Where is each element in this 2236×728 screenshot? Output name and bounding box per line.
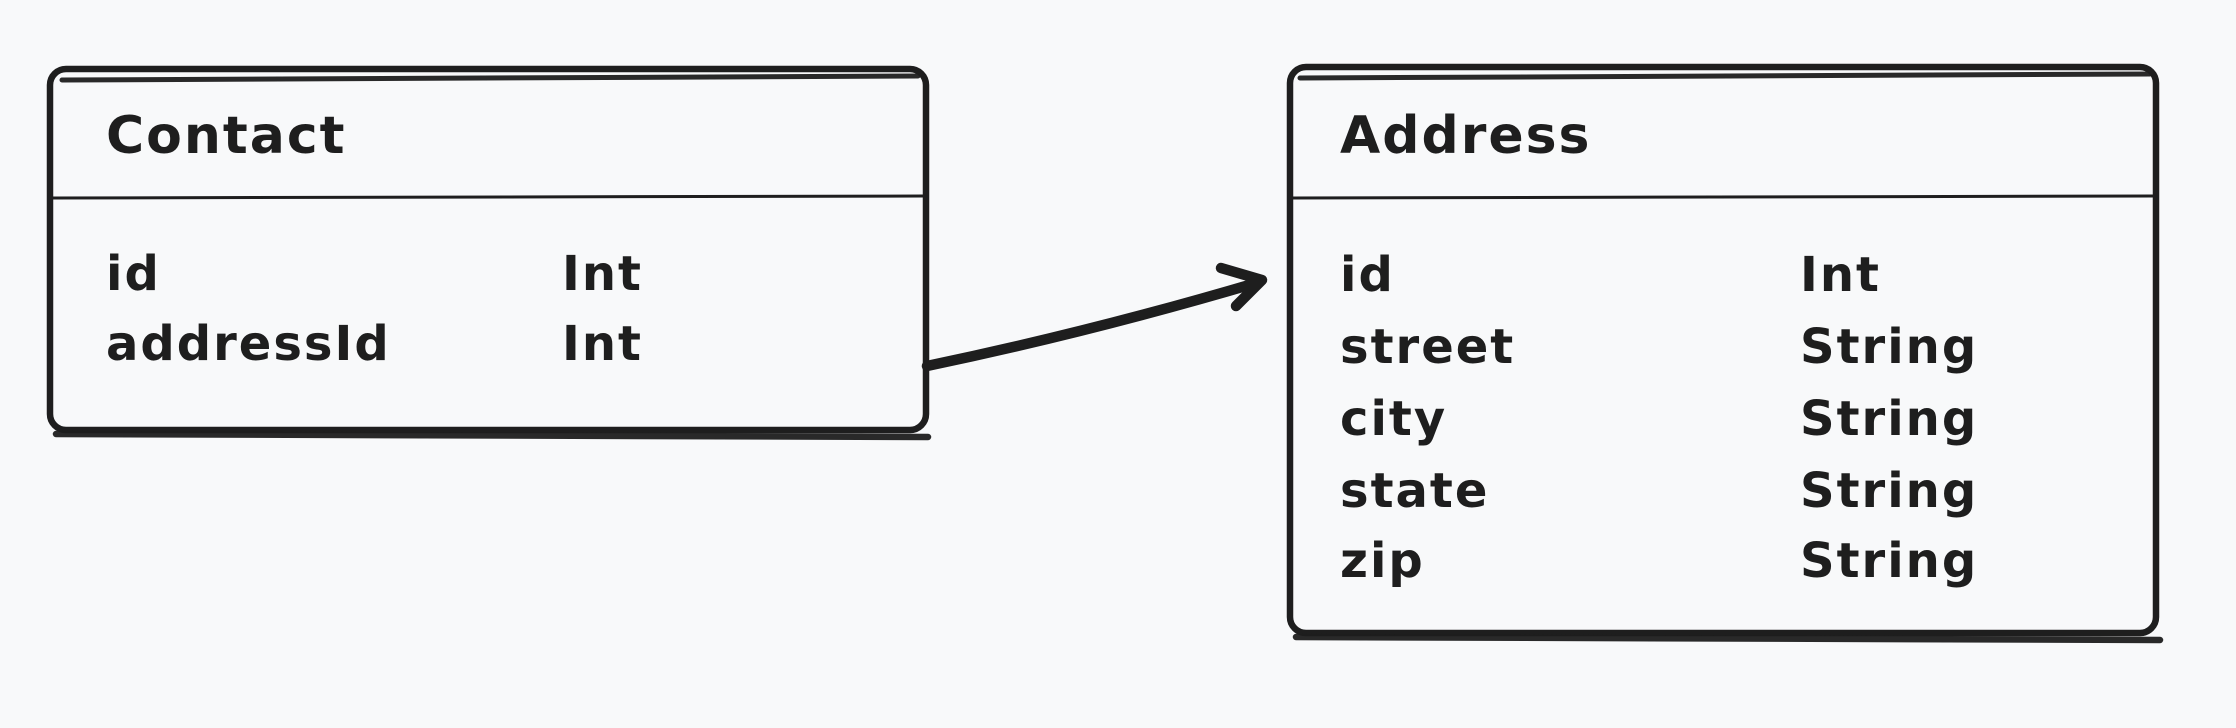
field-name: addressId: [106, 316, 391, 372]
field-name: street: [1340, 319, 1515, 375]
arrowhead-icon: [1215, 262, 1268, 312]
field-name: id: [1340, 247, 1395, 303]
field-type: Int: [1800, 247, 1881, 303]
entity-address-field-row-2: city String: [1340, 391, 1978, 447]
entity-address-title: Address: [1340, 106, 1592, 166]
relationship-arrow[interactable]: [921, 262, 1268, 372]
entity-contact-bottom-stroke-detail: [52, 430, 932, 441]
field-type: String: [1800, 319, 1978, 375]
entity-contact-field-row-1: addressId Int: [106, 316, 643, 372]
entity-address-box: [1286, 63, 2160, 637]
entity-address-field-row-4: zip String: [1340, 533, 1978, 589]
field-name: state: [1340, 463, 1489, 519]
entity-contact-top-stroke-detail: [59, 73, 921, 83]
entity-address-top-stroke-detail: [1297, 71, 2153, 81]
arrow-line: [921, 277, 1262, 372]
field-name: id: [106, 246, 161, 302]
entity-address-field-row-1: street String: [1340, 319, 1978, 375]
entity-contact-title: Contact: [106, 106, 347, 166]
field-type: Int: [562, 246, 643, 302]
field-type: String: [1800, 391, 1978, 447]
field-type: Int: [562, 316, 643, 372]
entity-contact-field-row-0: id Int: [106, 246, 643, 302]
entity-address-bottom-stroke-detail: [1292, 633, 2164, 644]
field-name: city: [1340, 391, 1447, 447]
entity-address-field-row-3: state String: [1340, 463, 1978, 519]
field-type: String: [1800, 463, 1978, 519]
entity-contact-header-divider: [50, 194, 926, 200]
entity-address[interactable]: Address id Int street String city String…: [1286, 63, 2164, 644]
entity-address-field-row-0: id Int: [1340, 247, 1881, 303]
field-name: zip: [1340, 533, 1425, 589]
entity-contact-box: [46, 65, 930, 434]
entity-contact[interactable]: Contact id Int addressId Int: [46, 65, 932, 441]
entity-address-header-divider: [1290, 194, 2156, 200]
field-type: String: [1800, 533, 1978, 589]
